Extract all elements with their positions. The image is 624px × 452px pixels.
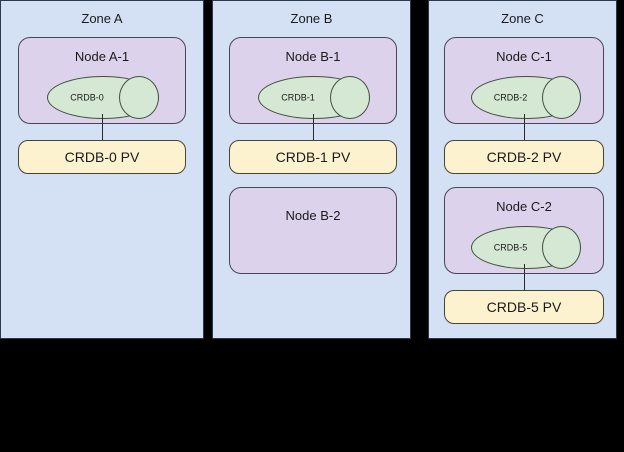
connector-node-a-1-to-crdb-0-pv bbox=[102, 114, 103, 141]
database-label-crdb-0: CRDB-0 bbox=[70, 92, 104, 102]
database-label-crdb-5: CRDB-5 bbox=[493, 242, 528, 252]
node-label-b-2: Node B-2 bbox=[285, 208, 341, 223]
node-label-b-1: Node B-1 bbox=[285, 49, 341, 64]
cylinder-end-cap-icon bbox=[542, 76, 581, 119]
database-label-crdb-1: CRDB-1 bbox=[281, 92, 315, 102]
database-cylinder-crdb-0[interactable]: CRDB-0 bbox=[47, 76, 159, 119]
zone-title-c: Zone C bbox=[501, 11, 544, 26]
volume-box-crdb-5-pv[interactable]: CRDB-5 PV bbox=[444, 290, 604, 324]
zone-title-a: Zone A bbox=[81, 11, 123, 26]
zone-panel-c[interactable]: Zone C Node C-1 CRDB-2 CRDB-2 PV Node C-… bbox=[428, 0, 617, 339]
connector-node-b-1-to-crdb-1-pv bbox=[313, 114, 314, 141]
cylinder-end-cap-icon bbox=[119, 76, 159, 119]
cylinder-end-cap-icon bbox=[542, 226, 581, 269]
volume-box-crdb-2-pv[interactable]: CRDB-2 PV bbox=[444, 140, 604, 174]
node-box-b-1[interactable]: Node B-1 CRDB-1 bbox=[229, 37, 397, 124]
volume-box-crdb-0-pv[interactable]: CRDB-0 PV bbox=[18, 140, 186, 174]
node-box-a-1[interactable]: Node A-1 CRDB-0 bbox=[18, 37, 186, 124]
database-label-crdb-2: CRDB-2 bbox=[493, 92, 528, 102]
node-box-c-1[interactable]: Node C-1 CRDB-2 bbox=[444, 37, 604, 124]
connector-node-c-1-to-crdb-2-pv bbox=[524, 114, 525, 141]
volume-box-crdb-1-pv[interactable]: CRDB-1 PV bbox=[229, 140, 397, 174]
connector-node-c-2-to-crdb-5-pv bbox=[524, 264, 525, 291]
cylinder-end-cap-icon bbox=[330, 76, 370, 119]
zone-panel-b[interactable]: Zone B Node B-1 CRDB-1 CRDB-1 PV Node B-… bbox=[212, 0, 411, 339]
zone-panel-a[interactable]: Zone A Node A-1 CRDB-0 CRDB-0 PV bbox=[0, 0, 204, 339]
database-cylinder-crdb-2[interactable]: CRDB-2 bbox=[471, 76, 581, 119]
node-label-a-1: Node A-1 bbox=[74, 49, 130, 64]
node-label-c-1: Node C-1 bbox=[496, 49, 552, 64]
database-cylinder-crdb-5[interactable]: CRDB-5 bbox=[471, 226, 581, 269]
node-box-b-2[interactable]: Node B-2 bbox=[229, 187, 397, 274]
node-box-c-2[interactable]: Node C-2 CRDB-5 bbox=[444, 187, 604, 274]
node-label-c-2: Node C-2 bbox=[496, 199, 552, 214]
zone-title-b: Zone B bbox=[290, 11, 333, 26]
database-cylinder-crdb-1[interactable]: CRDB-1 bbox=[258, 76, 370, 119]
